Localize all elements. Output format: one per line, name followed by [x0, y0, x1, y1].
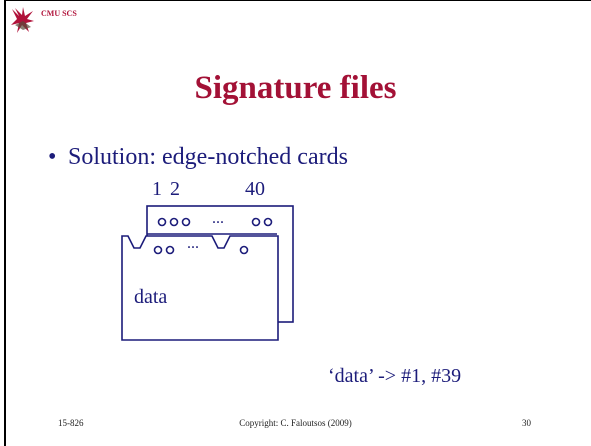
cmu-griffin-logo-icon: [11, 7, 34, 33]
frame-left-line: [4, 0, 6, 446]
frame-top-line: [4, 0, 591, 1]
edge-notched-cards-diagram: [121, 205, 294, 341]
hole-icon: [239, 245, 249, 255]
footer-copyright: Copyright: C. Faloutsos (2009): [239, 418, 352, 428]
front-card-ellipsis: ...: [187, 235, 199, 252]
hole-icon: [157, 217, 167, 227]
front-card: [121, 235, 279, 341]
card-label: data: [134, 286, 168, 308]
hole-icon: [165, 245, 175, 255]
result-text: ‘data’ -> #1, #39: [328, 365, 462, 387]
footer-course-number: 15-826: [58, 418, 84, 428]
bullet-text: Solution: edge-notched cards: [68, 144, 348, 170]
hole-icon: [263, 217, 273, 227]
org-label: CMU SCS: [41, 9, 77, 18]
bullet-marker: •: [48, 144, 57, 170]
slide-title: Signature files: [194, 70, 397, 106]
hole-icon: [181, 217, 191, 227]
footer-page-number: 30: [522, 418, 531, 428]
bit-label-1: 1: [152, 178, 162, 200]
hole-icon: [251, 217, 261, 227]
bit-label-40: 40: [245, 178, 265, 200]
hole-icon: [169, 217, 179, 227]
bit-label-2: 2: [170, 178, 180, 200]
bullet-item: • Solution: edge-notched cards: [48, 144, 348, 171]
hole-icon: [153, 245, 163, 255]
back-card-ellipsis: ...: [212, 210, 224, 227]
